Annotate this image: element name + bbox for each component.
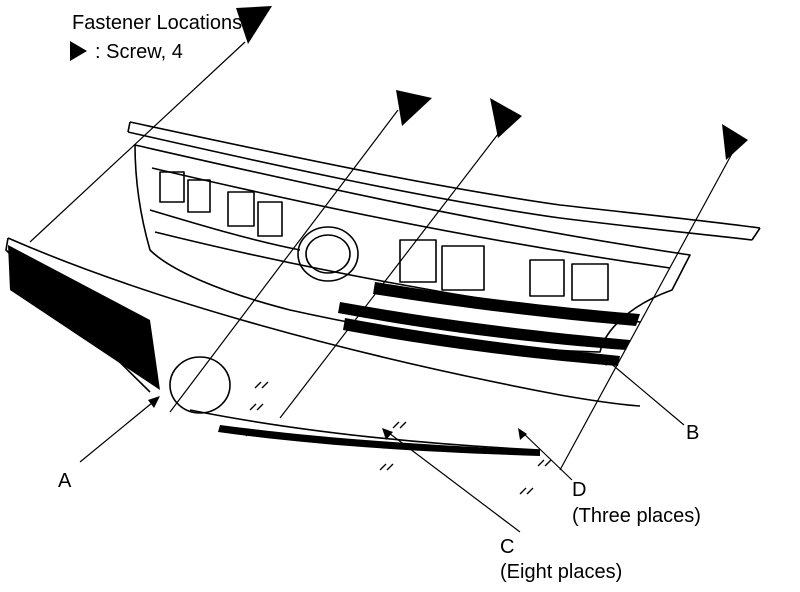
leader-c bbox=[384, 429, 521, 533]
clip-mark bbox=[249, 403, 264, 411]
legend-screw-text: : Screw, 4 bbox=[95, 41, 183, 63]
arrowhead-d bbox=[518, 428, 527, 440]
clip-mark bbox=[254, 381, 269, 389]
clip-mark bbox=[392, 421, 407, 429]
leader-screw-4 bbox=[559, 147, 736, 471]
arrowhead-c bbox=[382, 428, 393, 440]
leader-screw-1 bbox=[29, 41, 246, 243]
callout-d-label: D bbox=[572, 479, 587, 501]
clip-mark bbox=[379, 463, 394, 471]
callout-d-note: (Three places) bbox=[572, 505, 701, 527]
arrowhead-b bbox=[600, 354, 612, 366]
callout-c-label: C bbox=[500, 536, 515, 558]
leader-screw-2 bbox=[169, 109, 399, 413]
clip-mark bbox=[537, 459, 552, 467]
grille-openings bbox=[159, 171, 609, 301]
screw-marker-icon bbox=[490, 98, 522, 138]
lower-garnish bbox=[5, 237, 641, 451]
upper-molding bbox=[127, 121, 761, 241]
clip-mark bbox=[519, 487, 534, 495]
grille-slats bbox=[8, 245, 640, 456]
leader-a bbox=[79, 397, 159, 463]
clip-mark bbox=[245, 429, 260, 437]
emblem bbox=[297, 226, 359, 282]
callout-a-label: A bbox=[58, 470, 72, 492]
leader-b bbox=[601, 355, 685, 426]
legend-screw: : Screw, 4 bbox=[70, 41, 183, 63]
filled-triangle-icon bbox=[70, 41, 87, 61]
callout-c-note: (Eight places) bbox=[500, 561, 623, 583]
legend-title: Fastener Locations bbox=[72, 12, 243, 34]
callout-b-label: B bbox=[686, 422, 700, 444]
leader-screw-3 bbox=[279, 124, 506, 419]
arrowhead-a bbox=[148, 396, 160, 408]
screw-marker-icon bbox=[236, 6, 272, 44]
screw-marker-icon bbox=[396, 90, 432, 126]
screw-marker-icon bbox=[722, 124, 748, 160]
leader-d bbox=[519, 429, 573, 481]
